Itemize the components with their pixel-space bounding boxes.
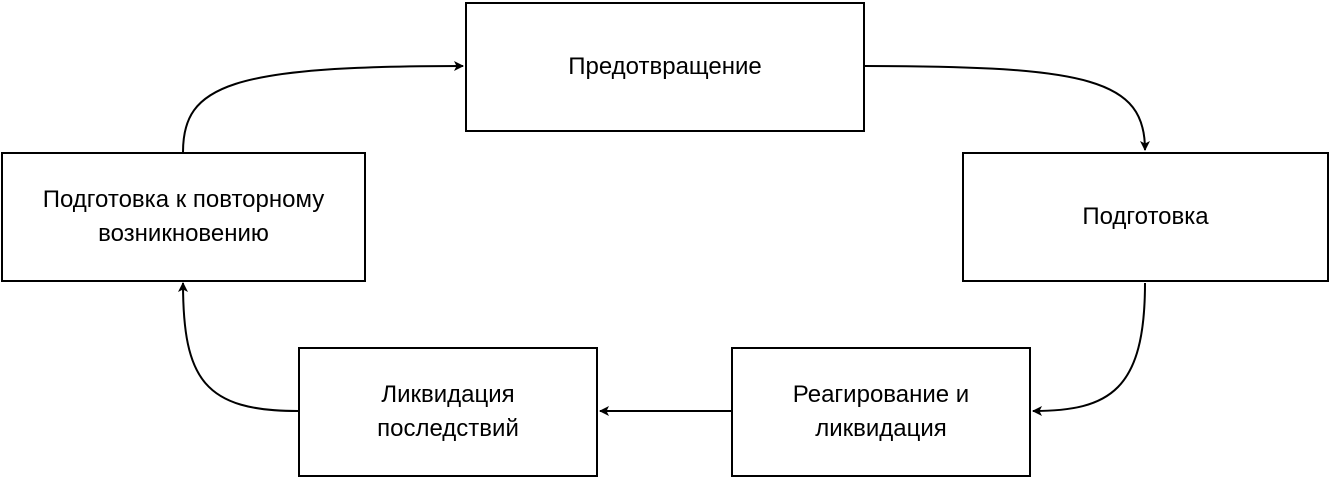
node-reoccurrence: Подготовка к повторному возникновению — [1, 152, 366, 282]
edge-reoccurrence-to-prevention — [182, 61, 464, 153]
node-label-reoccurrence: Подготовка к повторному возникновению — [42, 186, 325, 247]
node-preparedness: Подготовка — [962, 152, 1329, 282]
edge-recovery-to-reoccurrence — [178, 282, 299, 412]
node-recovery: Ликвидация последствий — [298, 347, 598, 477]
edge-prevention-to-preparedness — [864, 65, 1150, 151]
node-label-response: Реагирование и ликвидация — [792, 381, 970, 442]
node-prevention: Предотвращение — [465, 2, 865, 132]
node-label-recovery: Ликвидация последствий — [377, 381, 519, 442]
node-label-prevention: Предотвращение — [568, 53, 762, 80]
node-label-preparedness: Подготовка — [1082, 203, 1209, 230]
node-response: Реагирование и ликвидация — [731, 347, 1031, 477]
edge-preparedness-to-response — [1032, 282, 1146, 416]
